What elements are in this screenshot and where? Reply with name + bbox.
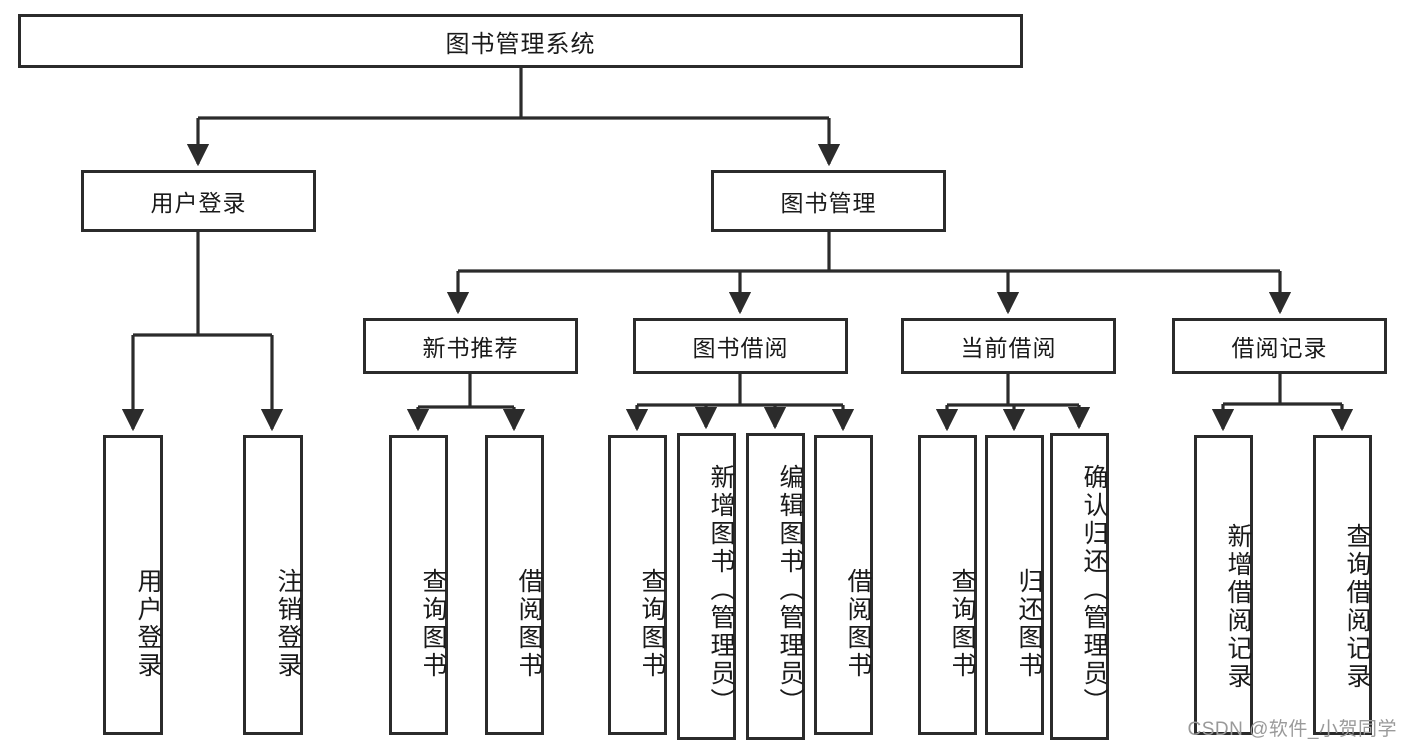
node-label: 借阅记录: [1231, 335, 1328, 361]
leaf-add-book-admin[interactable]: 新增图书（管理员）: [677, 433, 736, 740]
leaf-borrow-book-1[interactable]: 借阅图书: [485, 435, 544, 735]
node-label: 查询借阅记录: [1343, 523, 1371, 691]
leaf-borrow-book-2[interactable]: 借阅图书: [814, 435, 873, 735]
leaf-confirm-return-admin[interactable]: 确认归还（管理员）: [1050, 433, 1109, 740]
leaf-query-book-3[interactable]: 查询图书: [918, 435, 977, 735]
leaf-edit-book-admin[interactable]: 编辑图书（管理员）: [746, 433, 805, 740]
node-label: 查询图书: [419, 568, 447, 680]
leaf-query-book-2[interactable]: 查询图书: [608, 435, 667, 735]
node-label: 新书推荐: [422, 335, 519, 361]
node-current-borrow[interactable]: 当前借阅: [901, 318, 1116, 374]
node-label: 借阅图书: [844, 568, 872, 680]
node-label: 查询图书: [638, 568, 666, 680]
node-label: 新增借阅记录: [1224, 523, 1252, 691]
node-label: 借阅图书: [515, 568, 543, 680]
node-book-manage[interactable]: 图书管理: [711, 170, 946, 232]
node-new-book-recommend[interactable]: 新书推荐: [363, 318, 578, 374]
node-label: 注销登录: [274, 568, 302, 680]
node-label: 编辑图书（管理员）: [776, 463, 804, 716]
node-user-login[interactable]: 用户登录: [81, 170, 316, 232]
node-label: 用户登录: [134, 568, 162, 680]
node-label: 用户登录: [150, 190, 247, 216]
leaf-add-borrow-record[interactable]: 新增借阅记录: [1194, 435, 1253, 735]
leaf-query-book-1[interactable]: 查询图书: [389, 435, 448, 735]
leaf-query-borrow-record[interactable]: 查询借阅记录: [1313, 435, 1372, 735]
node-label: 新增图书（管理员）: [707, 463, 735, 716]
node-label: 确认归还（管理员）: [1080, 463, 1108, 716]
leaf-logout-login[interactable]: 注销登录: [243, 435, 303, 735]
node-label: 归还图书: [1015, 568, 1043, 680]
node-root-system[interactable]: 图书管理系统: [18, 14, 1023, 68]
leaf-return-book[interactable]: 归还图书: [985, 435, 1044, 735]
node-label: 当前借阅: [960, 335, 1057, 361]
node-label: 图书管理系统: [445, 30, 596, 58]
node-label: 图书管理: [780, 190, 877, 216]
node-label: 查询图书: [948, 568, 976, 680]
leaf-user-login[interactable]: 用户登录: [103, 435, 163, 735]
node-label: 图书借阅: [692, 335, 789, 361]
node-borrow-record[interactable]: 借阅记录: [1172, 318, 1387, 374]
node-book-borrow[interactable]: 图书借阅: [633, 318, 848, 374]
